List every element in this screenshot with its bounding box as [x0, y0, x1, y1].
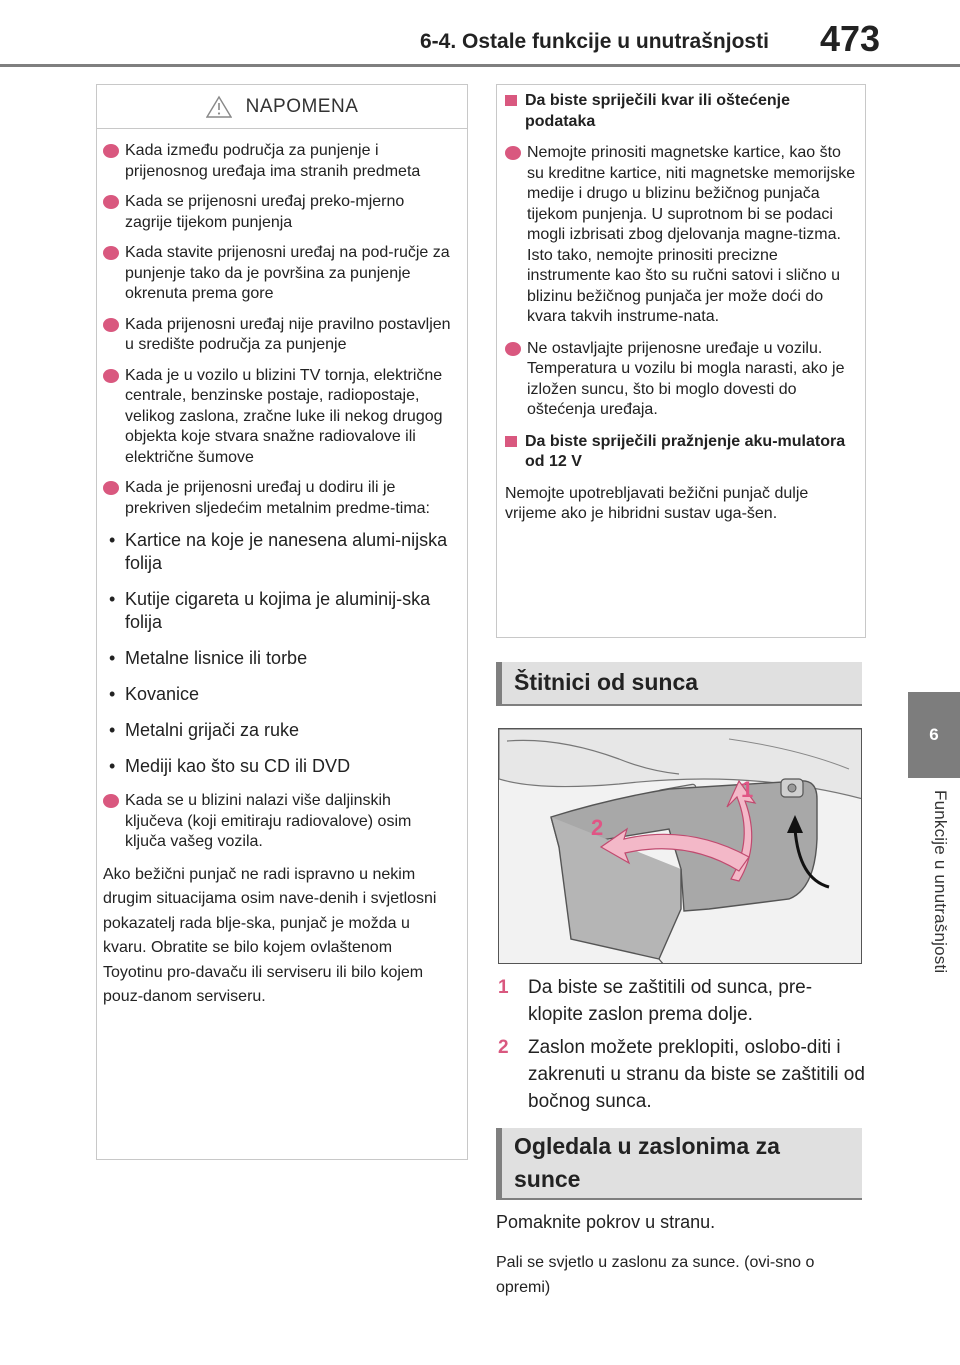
chapter-tab-label: Funkcije u unutrašnjosti: [931, 790, 950, 974]
list-item: Ne ostavljajte prijenosne uređaje u vozi…: [505, 339, 857, 421]
list-item: Nemojte prinositi magnetske kartice, kao…: [505, 143, 857, 328]
section-title-vanity-mirrors: Ogledala u zaslonima za sunce: [496, 1128, 862, 1200]
step-number: 2: [498, 1037, 509, 1058]
bullet-dot-icon: [103, 144, 119, 158]
list-item: •Kutije cigareta u kojima je aluminij-sk…: [109, 589, 431, 632]
chapter-tab: 6: [908, 692, 960, 778]
callout-label-2: 2: [591, 815, 603, 840]
instruction-text: Pomaknite pokrov u stranu.: [496, 1212, 716, 1232]
steps-list: 1 Da biste se zaštitili od sunca, pre-kl…: [496, 974, 866, 1121]
list-item: •Metalni grijači za ruke: [109, 720, 300, 740]
notice-paragraph: Ako bežični punjač ne radi ispravno u ne…: [103, 865, 437, 1006]
callout-label-1: 1: [741, 777, 753, 802]
step-text: Zaslon možete preklopiti, oslobo-diti i …: [528, 1037, 865, 1112]
section-title-sun-visors: Štitnici od sunca: [496, 662, 862, 706]
sun-visor-illustration: 1 2: [498, 728, 862, 964]
subheading: Da biste spriječili pražnjenje aku-mulat…: [505, 432, 857, 473]
bullet-dot-icon: [103, 368, 119, 383]
page-number: 473: [820, 18, 881, 59]
subheading: Da biste spriječili kvar ili oštećenje p…: [505, 91, 857, 132]
bullet-dot-icon: [505, 341, 521, 356]
list-item: Kada je prijenosni uređaj u dodiru ili j…: [103, 478, 453, 519]
step-number: 1: [498, 977, 509, 998]
right-notice-box: Da biste spriječili kvar ili oštećenje p…: [496, 84, 866, 638]
list-item: •Metalne lisnice ili torbe: [109, 648, 308, 668]
metal-objects-list: •Kartice na koje je nanesena alumi-nijsk…: [103, 529, 453, 778]
list-item: •Kovanice: [109, 684, 200, 704]
list-item: •Kartice na koje je nanesena alumi-nijsk…: [109, 530, 448, 573]
instruction-note: Pali se svjetlo u zaslonu za sunce. (ovi…: [496, 1254, 815, 1296]
right-paragraph: Nemojte upotrebljavati bežični punjač du…: [505, 484, 809, 523]
bullet-dot-icon: [505, 146, 521, 160]
bullet-dot-icon: [103, 195, 119, 209]
step-text: Da biste se zaštitili od sunca, pre-klop…: [528, 977, 813, 1025]
sun-visor-drawing: 1 2: [499, 729, 861, 963]
list-item: 2 Zaslon možete preklopiti, oslobo-diti …: [496, 1034, 866, 1115]
notice-title: NAPOMENA: [245, 95, 359, 117]
square-bullet-icon: [505, 95, 517, 106]
list-item: 1 Da biste se zaštitili od sunca, pre-kl…: [496, 974, 866, 1028]
page-header: 6-4. Ostale funkcije u unutrašnjosti 473: [0, 0, 960, 72]
header-divider: [0, 64, 960, 67]
list-item: Kada između područja za punjenje i prije…: [103, 141, 453, 182]
warning-triangle-icon: [205, 95, 232, 118]
list-item: Kada stavite prijenosni uređaj na pod-ru…: [103, 243, 453, 305]
square-bullet-icon: [505, 435, 517, 447]
list-item: Kada prijenosni uređaj nije pravilno pos…: [103, 315, 453, 356]
chapter-title: 6-4. Ostale funkcije u unutrašnjosti: [420, 30, 769, 53]
list-item: Kada se prijenosni uređaj preko-mjerno z…: [103, 192, 453, 233]
list-item: Kada se u blizini nalazi više daljinskih…: [103, 791, 453, 853]
bullet-dot-icon: [103, 246, 119, 260]
notice-box: NAPOMENA Kada između područja za punjenj…: [96, 84, 468, 1160]
notice-body: Kada između područja za punjenje i prije…: [97, 129, 467, 1010]
list-item: •Mediji kao što su CD ili DVD: [109, 756, 351, 776]
list-item: Kada je u vozilo u blizini TV tornja, el…: [103, 366, 453, 469]
bullet-dot-icon: [103, 481, 119, 495]
bullet-dot-icon: [103, 317, 119, 332]
notice-header: NAPOMENA: [97, 85, 467, 129]
bullet-dot-icon: [103, 794, 119, 808]
